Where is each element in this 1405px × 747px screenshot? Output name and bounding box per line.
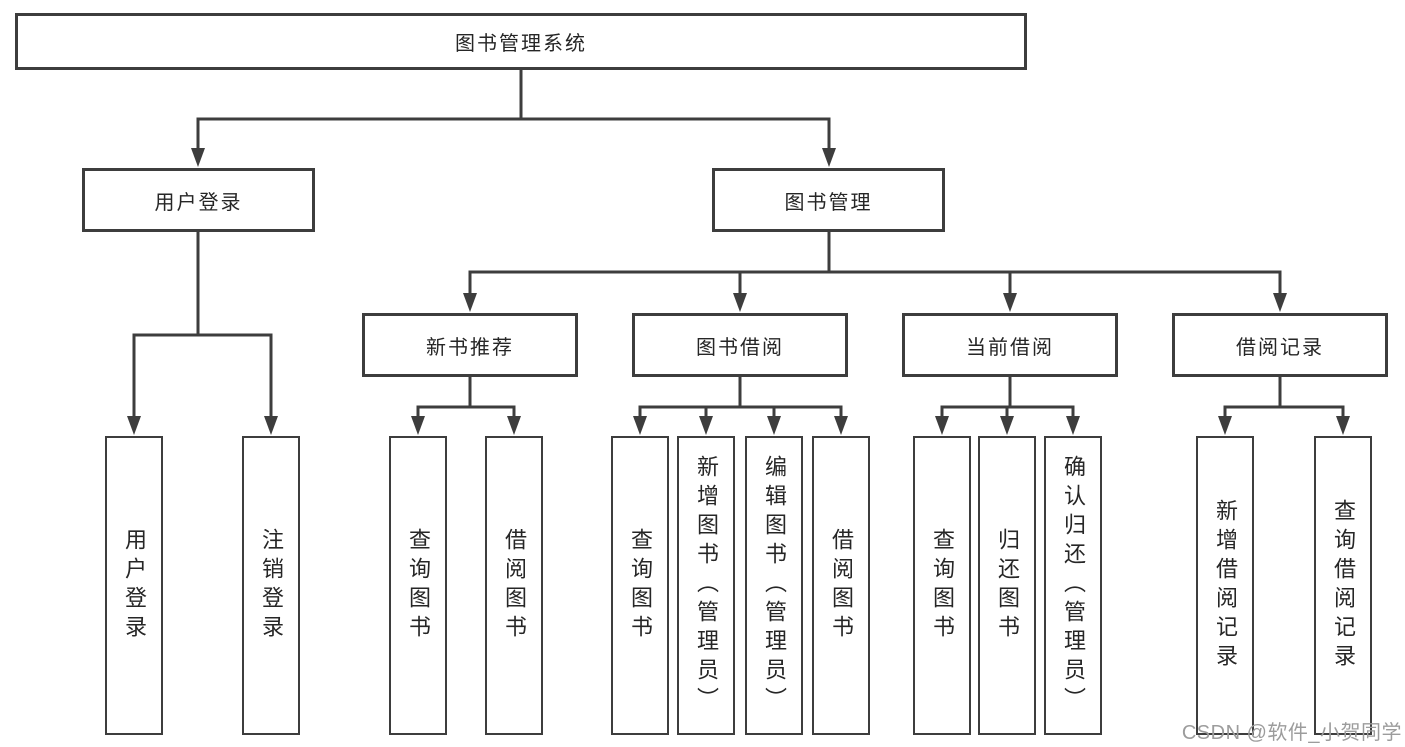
leaf-return-book: 归还图书 <box>978 436 1036 735</box>
leaf-user-login: 用户登录 <box>105 436 163 735</box>
leaf-query-borrow-record: 查询借阅记录 <box>1314 436 1372 735</box>
csdn-watermark: CSDN @软件_小贺同学 <box>1181 722 1402 744</box>
node-book-management: 图书管理 <box>712 168 945 232</box>
leaf-edit-book-admin: 编辑图书（管理员） <box>745 436 803 735</box>
leaf-add-book-admin: 新增图书（管理员） <box>677 436 735 735</box>
node-root: 图书管理系统 <box>15 13 1027 70</box>
leaf-query-books-current: 查询图书 <box>913 436 971 735</box>
leaf-query-books-recommend: 查询图书 <box>389 436 447 735</box>
leaf-logout: 注销登录 <box>242 436 300 735</box>
node-current-borrow: 当前借阅 <box>902 313 1118 377</box>
leaf-query-books-borrow: 查询图书 <box>611 436 669 735</box>
edges-current-borrow-to-leaves <box>935 377 1080 435</box>
edges-borrow-records-to-leaves <box>1218 377 1350 435</box>
leaf-add-borrow-record: 新增借阅记录 <box>1196 436 1254 735</box>
leaf-confirm-return-admin: 确认归还（管理员） <box>1044 436 1102 735</box>
node-new-book-recommend: 新书推荐 <box>362 313 578 377</box>
edges-book-management-to-level3 <box>463 232 1287 312</box>
node-book-borrow: 图书借阅 <box>632 313 848 377</box>
node-user-login: 用户登录 <box>82 168 315 232</box>
edges-user-login-to-leaves <box>127 232 278 435</box>
leaf-borrow-books: 借阅图书 <box>812 436 870 735</box>
edges-book-borrow-to-leaves <box>633 377 848 435</box>
edges-root-to-level2 <box>191 70 836 167</box>
node-borrow-records: 借阅记录 <box>1172 313 1388 377</box>
leaf-borrow-books-recommend: 借阅图书 <box>485 436 543 735</box>
edges-new-book-recommend-to-leaves <box>411 377 521 435</box>
